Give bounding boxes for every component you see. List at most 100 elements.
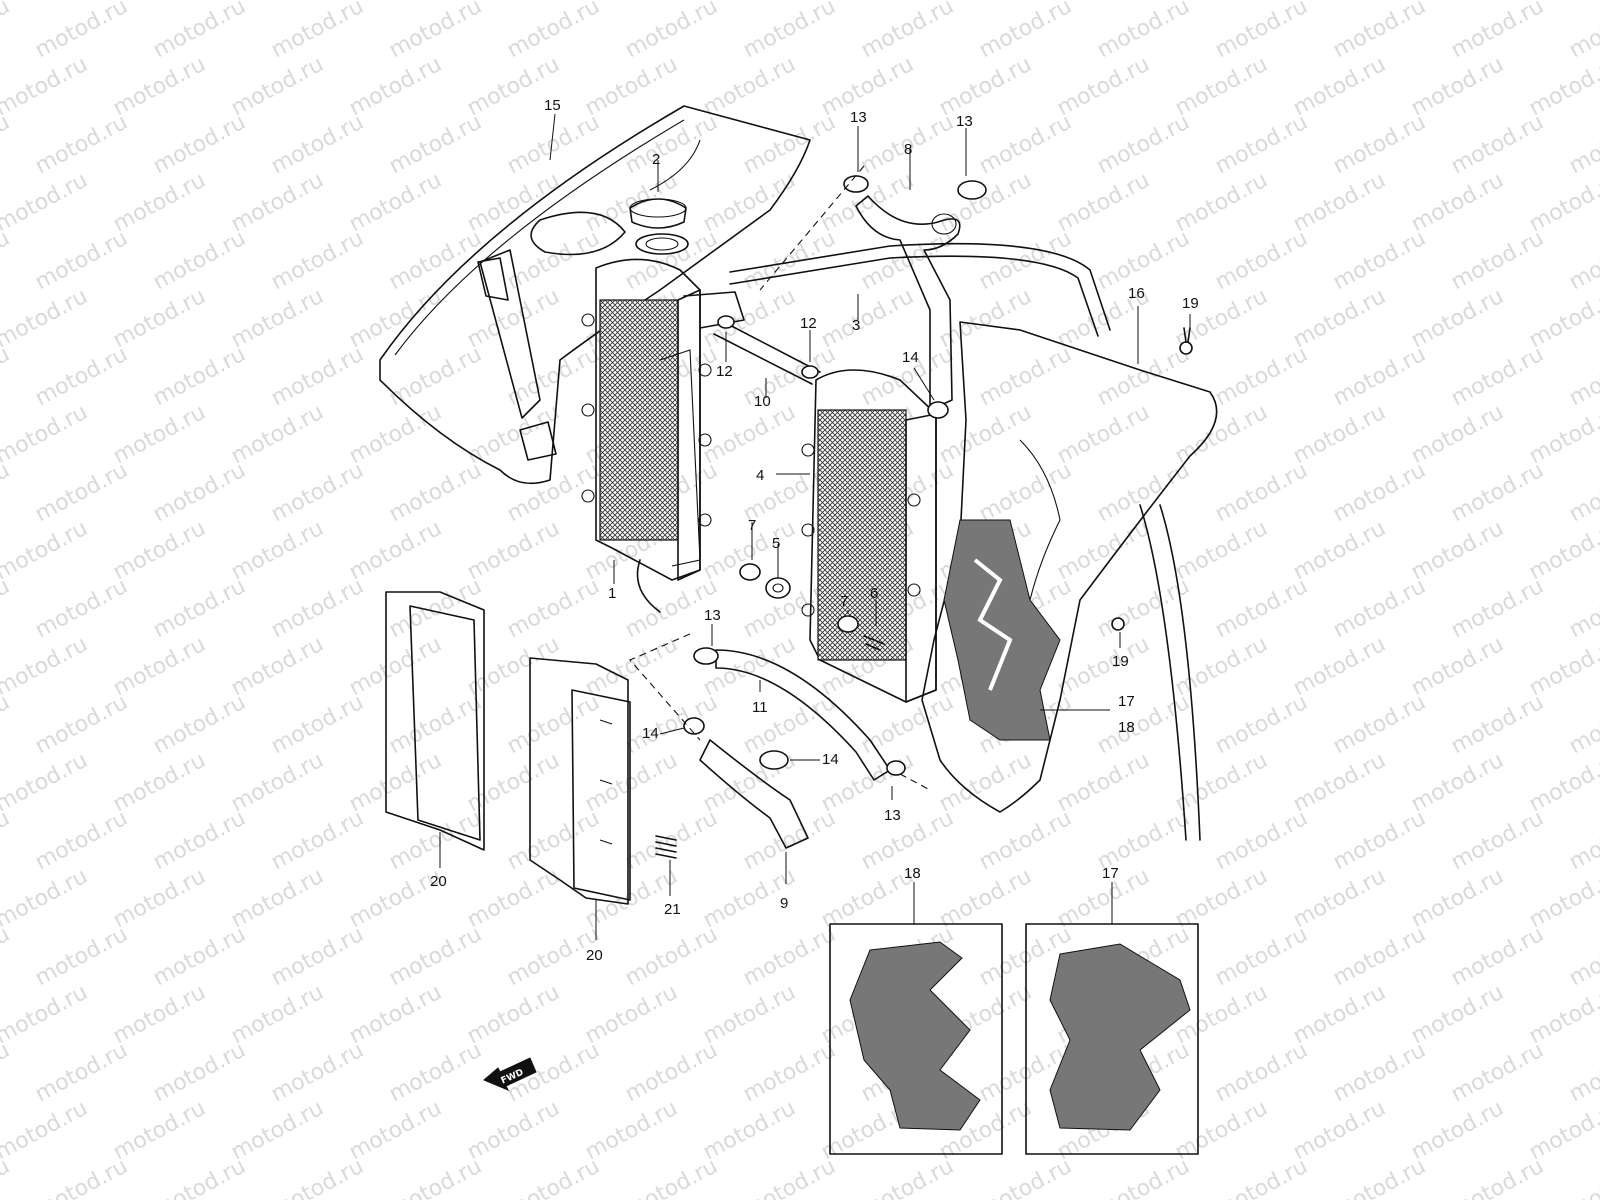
watermark-text: motod.ru (1565, 690, 1600, 759)
watermark-text: motod.ru (621, 1154, 722, 1200)
callout-3: 3 (852, 317, 860, 334)
watermark-text: motod.ru (267, 110, 368, 179)
callout-labels: 15 2 13 13 8 3 16 19 12 12 14 10 4 7 5 7… (430, 97, 1199, 964)
watermark-text: motod.ru (1329, 0, 1430, 63)
mounting-hardware (739, 327, 1193, 651)
watermark-text: motod.ru (1093, 574, 1194, 643)
watermark-text: motod.ru (621, 0, 722, 63)
watermark-text: motod.ru (1447, 1038, 1548, 1107)
watermark-text: motod.ru (31, 690, 132, 759)
watermark-text: motod.ru (1565, 1154, 1600, 1200)
callout-9: 9 (780, 895, 788, 912)
watermark-text: motod.ru (0, 0, 14, 63)
watermark-text: motod.ru (1565, 806, 1600, 875)
watermark-text: motod.ru (0, 0, 92, 5)
watermark-text: motod.ru (149, 574, 250, 643)
watermark-text: motod.ru (1447, 574, 1548, 643)
callout-17-a: 17 (1118, 693, 1135, 710)
watermark-text: motod.ru (149, 922, 250, 991)
watermark-text: motod.ru (739, 226, 840, 295)
watermark-text: motod.ru (1329, 690, 1430, 759)
watermark-text: motod.ru (267, 1154, 368, 1200)
callout-13-c: 13 (704, 607, 721, 624)
watermark-text: motod.ru (0, 1038, 14, 1107)
watermark-text: motod.ru (0, 980, 92, 1049)
callout-17-b: 17 (1102, 865, 1119, 882)
callout-21: 21 (664, 901, 681, 918)
watermark-text: motod.ru (1565, 458, 1600, 527)
callout-15: 15 (544, 97, 561, 114)
watermark-text: motod.ru (31, 806, 132, 875)
watermark-text: motod.ru (1211, 458, 1312, 527)
watermark-text: motod.ru (0, 110, 14, 179)
callout-13-d: 13 (884, 807, 901, 824)
watermark-text: motod.ru (739, 0, 840, 63)
callout-19-a: 19 (1182, 295, 1199, 312)
watermark-text: motod.ru (0, 632, 92, 701)
callout-5: 5 (772, 535, 780, 552)
callout-20-a: 20 (430, 873, 447, 890)
callout-2: 2 (652, 151, 660, 168)
watermark-text: motod.ru (31, 342, 132, 411)
watermark-text: motod.ru (149, 690, 250, 759)
watermark-text: motod.ru (621, 806, 722, 875)
watermark-text: motod.ru (857, 0, 958, 63)
callout-7-a: 7 (748, 517, 756, 534)
radiator-cap (629, 198, 687, 229)
watermark-text: motod.ru (267, 458, 368, 527)
watermark-text: motod.ru (1447, 922, 1548, 991)
watermark-text: motod.ru (1211, 0, 1312, 63)
watermark-text: motod.ru (149, 110, 250, 179)
watermark-text: motod.ru (31, 922, 132, 991)
callout-12-a: 12 (800, 315, 817, 332)
watermark-text: motod.ru (621, 1038, 722, 1107)
radiator-guards (385, 591, 631, 905)
decal-inplace (943, 519, 1061, 741)
watermark-text: motod.ru (149, 458, 250, 527)
callout-13-b: 13 (956, 113, 973, 130)
watermark-text: motod.ru (621, 690, 722, 759)
watermark-text: motod.ru (149, 1038, 250, 1107)
watermark-text: motod.ru (267, 806, 368, 875)
watermark-text: motod.ru (385, 110, 486, 179)
watermark-text: motod.ru (1447, 342, 1548, 411)
watermark-text: motod.ru (975, 0, 1076, 63)
watermark-text: motod.ru (1447, 690, 1548, 759)
watermark-text: motod.ru (1447, 110, 1548, 179)
upper-hose (855, 195, 961, 411)
callout-14-b: 14 (642, 725, 659, 742)
watermark-text: motod.ru (1093, 342, 1194, 411)
watermark-text: motod.ru (267, 342, 368, 411)
callout-12-b: 12 (716, 363, 733, 380)
watermark-text: motod.ru (1093, 0, 1194, 63)
watermark-text: motod.ru (385, 458, 486, 527)
watermark-text: motod.ru (1211, 574, 1312, 643)
watermark-text: motod.ru (0, 806, 14, 875)
watermark-text: motod.ru (31, 574, 132, 643)
watermark-text: motod.ru (739, 1154, 840, 1200)
watermark-text: motod.ru (1329, 1154, 1430, 1200)
radiator-right (801, 369, 937, 703)
spring (655, 835, 677, 859)
callout-4: 4 (756, 467, 764, 484)
watermark-text: motod.ru (1565, 342, 1600, 411)
watermark-text: motod.ru (1329, 458, 1430, 527)
watermark-text: motod.ru (857, 1154, 958, 1200)
watermark-text: motod.ru (0, 1096, 92, 1165)
watermark-text: motod.ru (0, 342, 14, 411)
watermark-text: motod.ru (0, 516, 92, 585)
hose-clamps (683, 175, 987, 776)
watermark-text: motod.ru (0, 52, 92, 121)
watermark-text: motod.ru (1329, 574, 1430, 643)
callout-13-a: 13 (850, 109, 867, 126)
watermark-text: motod.ru (149, 226, 250, 295)
watermark-text: motod.ru (149, 1154, 250, 1200)
watermark-text: motod.ru (267, 574, 368, 643)
watermark-text: motod.ru (385, 574, 486, 643)
watermark-text: motod.ru (31, 226, 132, 295)
watermark-text: motod.ru (385, 690, 486, 759)
watermark-text: motod.ru (385, 1154, 486, 1200)
watermark-text: motod.ru (1211, 110, 1312, 179)
watermark-text: motod.ru (1447, 1154, 1548, 1200)
